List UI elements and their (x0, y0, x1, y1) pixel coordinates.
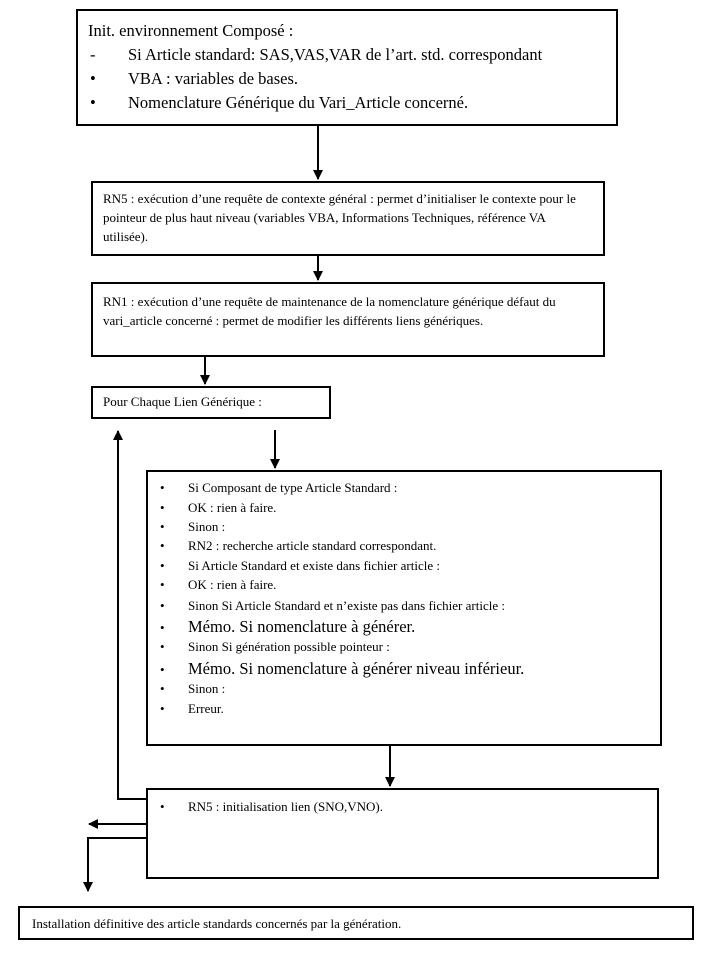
condition-text: OK : rien à faire. (188, 577, 277, 592)
rn5-init-box: • RN5 : initialisation lien (SNO,VNO). (146, 788, 659, 879)
arrow-loop-back (113, 430, 146, 800)
conditions-box: • Si Composant de type Article Standard :… (146, 470, 662, 746)
condition-item: • Sinon Si génération possible pointeur : (148, 639, 652, 659)
bullet-marker: • (160, 500, 165, 515)
condition-item: • Sinon Si Article Standard et n’existe p… (148, 598, 652, 617)
loop-box: Pour Chaque Lien Générique : (91, 386, 331, 419)
bullet-marker: • (160, 598, 165, 613)
bullet-marker: • (160, 577, 165, 592)
bullet-marker: • (90, 69, 96, 88)
bullet-marker: • (160, 799, 165, 814)
rn5-init-item: • RN5 : initialisation lien (SNO,VNO). (148, 799, 649, 815)
condition-item: • Si Article Standard et existe dans fich… (148, 558, 652, 577)
condition-item: • Sinon : (148, 681, 652, 701)
bullet-marker: • (160, 701, 165, 716)
conditions-list: • Si Composant de type Article Standard :… (148, 480, 652, 721)
condition-item-large: • Mémo. Si nomenclature à générer niveau … (148, 659, 652, 681)
arrow-down-to-installation (83, 837, 146, 892)
bullet-marker: • (160, 480, 165, 495)
rn5-context-text: RN5 : exécution d’une requête de context… (103, 191, 576, 244)
init-item-nomenclature: • Nomenclature Générique du Vari_Article… (88, 91, 608, 115)
init-item-vba: • VBA : variables de bases. (88, 67, 608, 91)
condition-text: Sinon : (188, 681, 226, 696)
condition-text: Sinon Si génération possible pointeur : (188, 639, 390, 654)
condition-item: • RN2 : recherche article standard corres… (148, 538, 652, 558)
condition-text: Mémo. Si nomenclature à générer. (188, 617, 416, 636)
init-environment-box: Init. environnement Composé : - Si Artic… (76, 9, 618, 126)
init-item-label: VBA : variables de bases. (128, 69, 299, 88)
condition-item: • OK : rien à faire. (148, 577, 652, 598)
condition-item: • Sinon : (148, 519, 652, 538)
condition-item-large: • Mémo. Si nomenclature à générer. (148, 617, 652, 639)
init-item-label: Nomenclature Générique du Vari_Article c… (128, 93, 469, 112)
rn5-init-text: RN5 : initialisation lien (SNO,VNO). (188, 799, 383, 814)
init-item-article-standard: - Si Article standard: SAS,VAS,VAR de l’… (88, 43, 608, 67)
condition-item: • Si Composant de type Article Standard : (148, 480, 652, 500)
bullet-marker: • (160, 620, 165, 635)
rn1-box: RN1 : exécution d’une requête de mainten… (91, 282, 605, 357)
condition-text: RN2 : recherche article standard corresp… (188, 538, 437, 553)
condition-text: Sinon : (188, 519, 226, 534)
bullet-marker: • (90, 93, 96, 112)
condition-text: Si Article Standard et existe dans fichi… (188, 558, 440, 573)
rn1-text: RN1 : exécution d’une requête de mainten… (103, 294, 556, 328)
condition-text: Si Composant de type Article Standard : (188, 480, 398, 495)
bullet-marker: • (160, 639, 165, 654)
condition-text: Erreur. (188, 701, 224, 716)
condition-item: • OK : rien à faire. (148, 500, 652, 519)
init-environment-title: Init. environnement Composé : (88, 21, 294, 40)
bullet-marker: • (160, 519, 165, 534)
rn5-context-box: RN5 : exécution d’une requête de context… (91, 181, 605, 256)
bullet-marker: • (160, 662, 165, 677)
condition-text: Sinon Si Article Standard et n’existe pa… (188, 598, 505, 613)
condition-item: • Erreur. (148, 701, 652, 721)
installation-box: Installation définitive des article stan… (18, 906, 694, 940)
bullet-marker: • (160, 558, 165, 573)
condition-text: OK : rien à faire. (188, 500, 277, 515)
init-item-label: Si Article standard: SAS,VAS,VAR de l’ar… (128, 45, 543, 64)
dash-marker: - (90, 45, 96, 64)
loop-text: Pour Chaque Lien Générique : (103, 394, 262, 409)
bullet-marker: • (160, 681, 165, 696)
installation-text: Installation définitive des article stan… (32, 916, 402, 931)
bullet-marker: • (160, 538, 165, 553)
condition-text: Mémo. Si nomenclature à générer niveau i… (188, 659, 525, 678)
